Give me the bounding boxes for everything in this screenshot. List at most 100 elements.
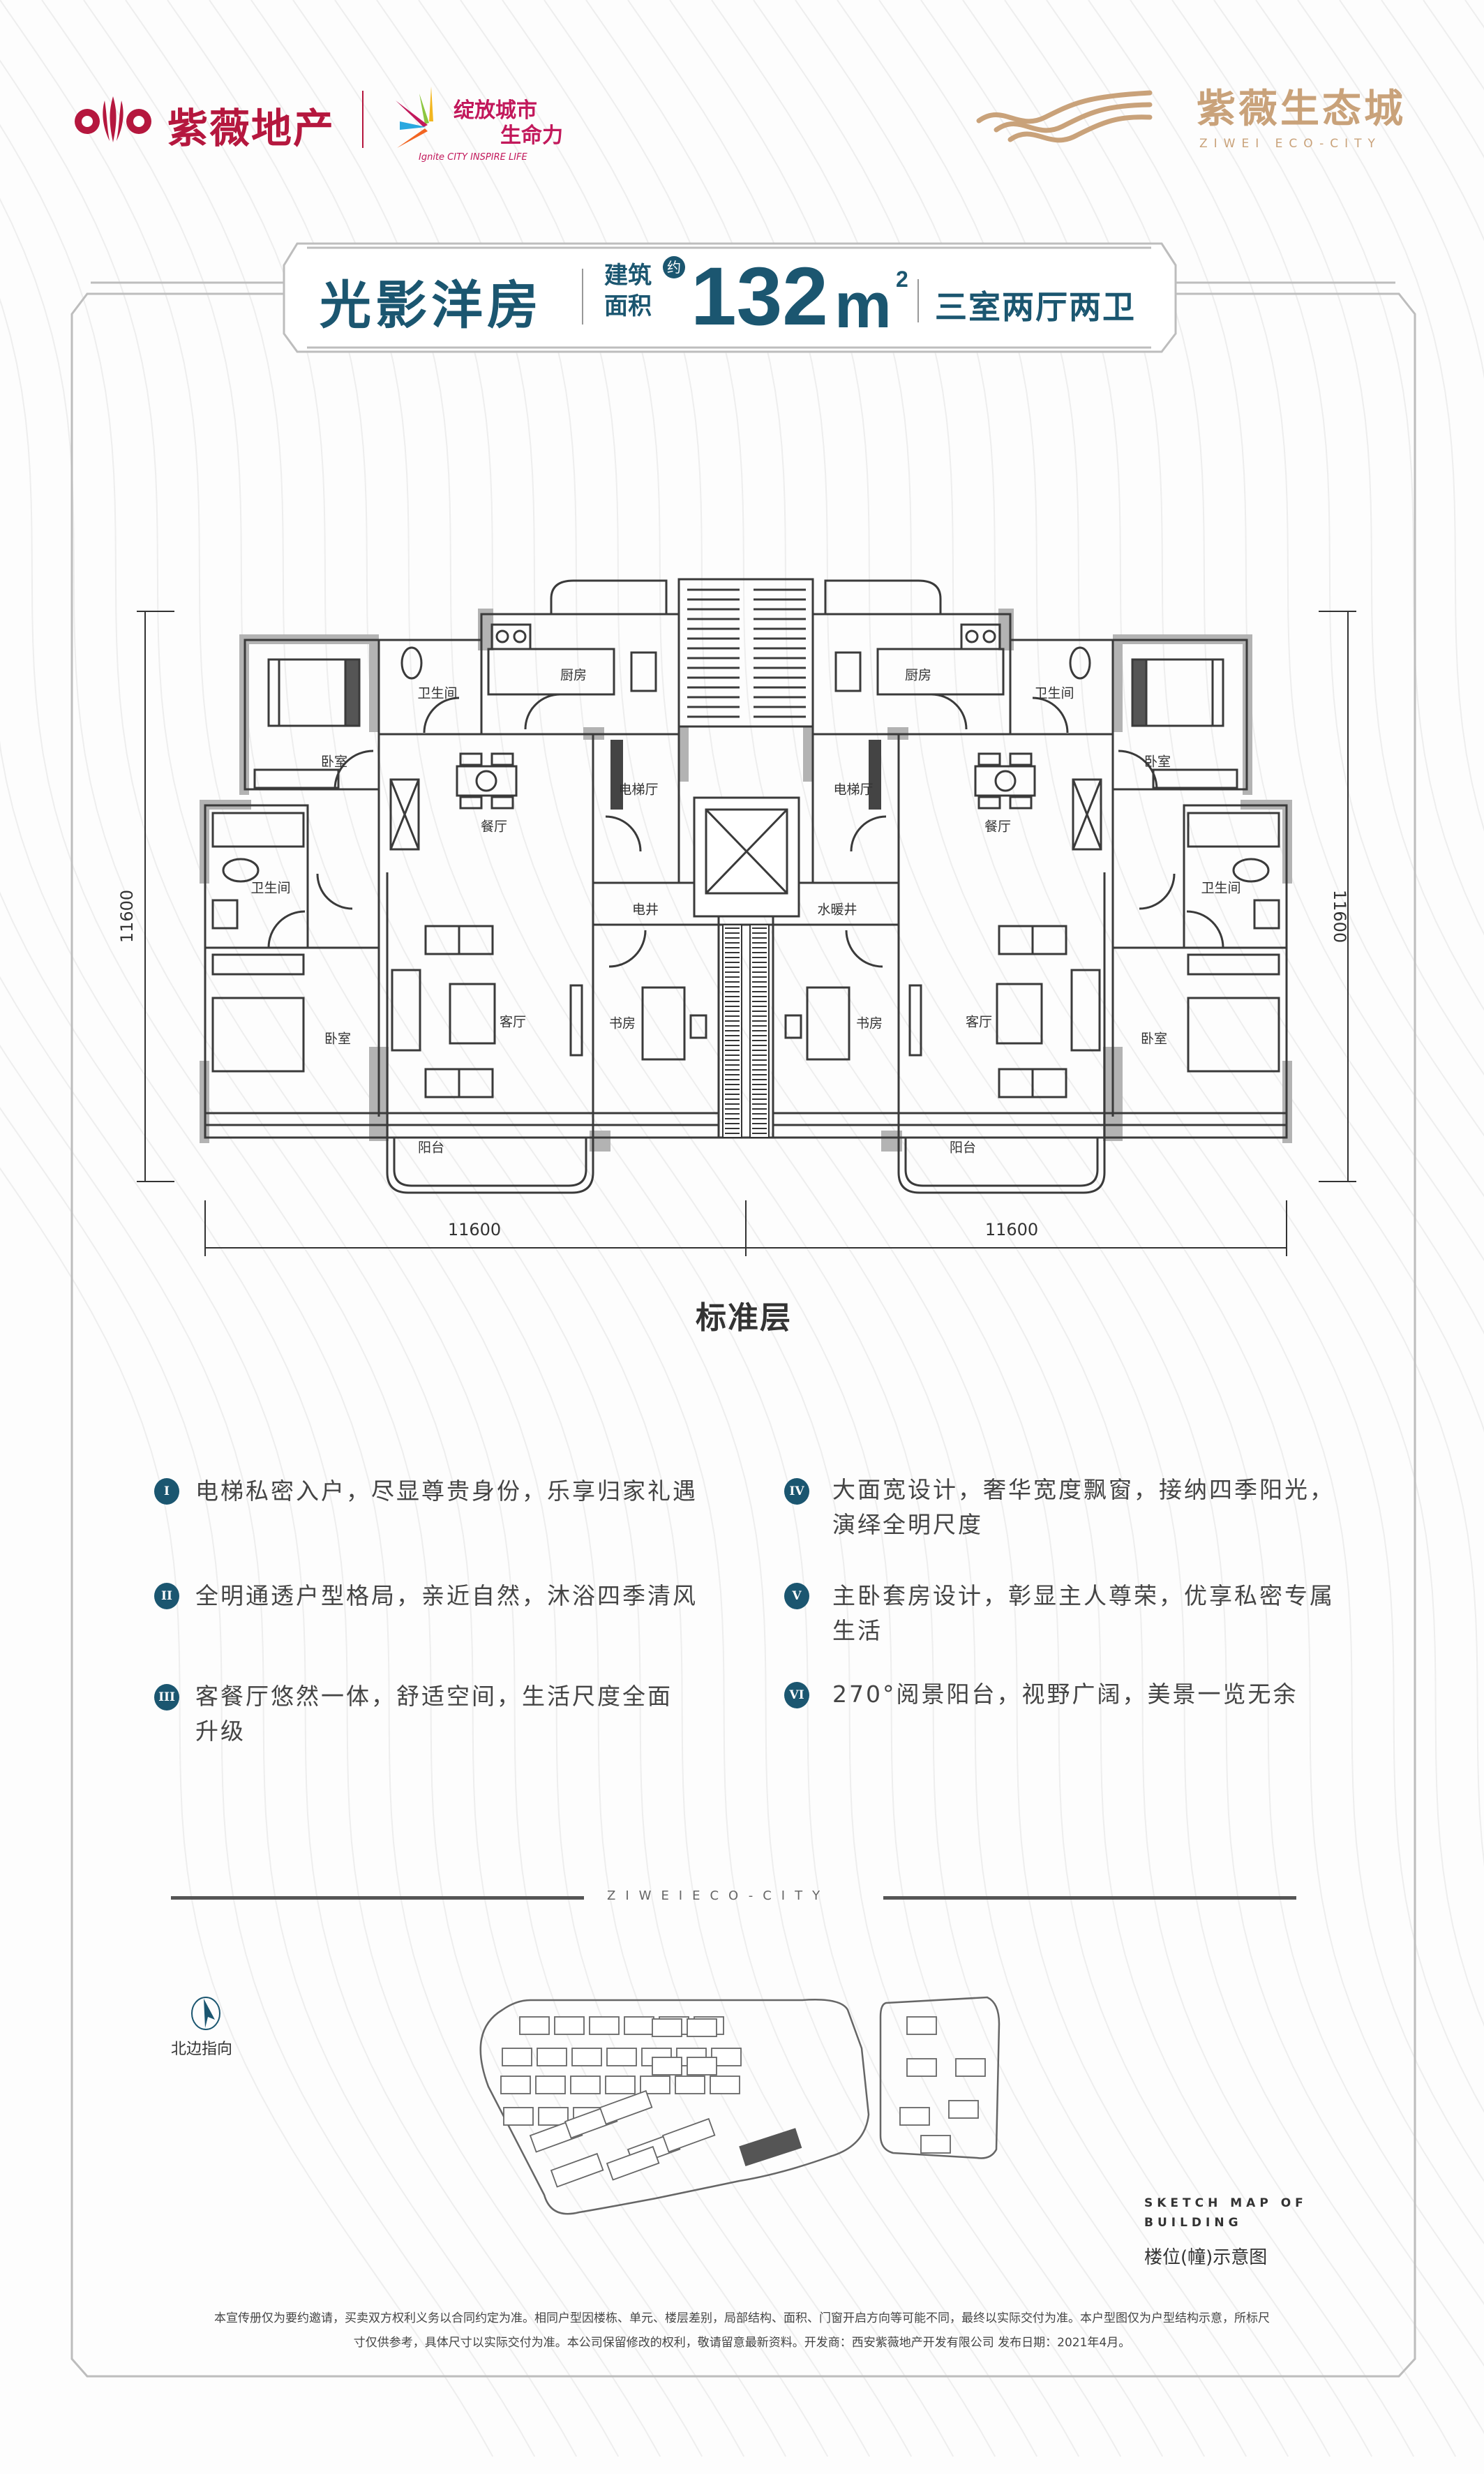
wave-line <box>1171 0 1484 1011</box>
wave-line <box>0 740 703 2457</box>
room-label-bathroom: 卫生间 <box>250 880 291 896</box>
room-label-balcony: 阳台 <box>949 1140 977 1156</box>
area-label-line-2: 面积 <box>604 292 652 320</box>
wave-line <box>962 0 1484 1335</box>
lotus-logo-icon <box>75 96 151 142</box>
wave-line <box>837 0 1484 2027</box>
project-wave-logo-icon <box>975 89 1157 149</box>
site-building <box>948 2100 979 2119</box>
slogan-line-1: 绽放城市 <box>454 98 537 123</box>
feature-line: 大面宽设计，奢华宽度飘窗，接纳四季阳光， <box>832 1476 1335 1503</box>
north-label: 北边指向 <box>171 2041 233 2058</box>
divider-left <box>171 1896 584 1900</box>
wave-line <box>334 0 1247 2457</box>
feature-line: 生活 <box>832 1617 883 1644</box>
area-unit-superscript: 2 <box>896 267 908 292</box>
room-label-bathroom: 卫生间 <box>1034 685 1074 701</box>
numeral-badge-icon: II <box>154 1583 179 1609</box>
site-building <box>606 2145 660 2181</box>
feature-text: 270°阅景阳台，视野广阔，美景一览无余 <box>832 1677 1298 1712</box>
wave-line <box>0 297 745 2457</box>
site-building <box>570 2076 601 2094</box>
disclaimer-line-1: 本宣传册仅为要约邀请，买卖双方权利义务以合同约定为准。相同户型因楼栋、单元、楼层… <box>214 2311 1270 2325</box>
site-building <box>605 2076 636 2094</box>
room-label-elevator-hall: 电梯厅 <box>618 782 659 798</box>
numeral-badge-icon: IV <box>784 1478 809 1505</box>
site-building <box>624 2016 654 2035</box>
wave-line <box>0 891 661 2457</box>
area-unit: m <box>834 270 892 341</box>
numeral-badge-icon: V <box>784 1583 809 1609</box>
site-building <box>550 2152 604 2188</box>
room-label-plumbing-shaft: 水暖井 <box>817 902 857 918</box>
wave-line <box>544 0 1457 2457</box>
slogan-line-2: 生命力 <box>500 124 563 148</box>
wave-line <box>167 0 1080 2457</box>
sketch-map-title: 楼位(幢)示意图 <box>1144 2247 1268 2268</box>
site-building <box>652 2057 682 2076</box>
sketch-map-english-1: SKETCH MAP OF <box>1144 2196 1307 2210</box>
room-label-bedroom: 卧室 <box>324 1031 352 1047</box>
room-label-bathroom: 卫生间 <box>1201 880 1241 896</box>
wave-line <box>83 0 996 2457</box>
room-layout: 三室两厅两卫 <box>935 288 1136 326</box>
site-building <box>554 2016 585 2035</box>
north-arrow-icon <box>188 1996 223 2031</box>
wave-line <box>418 0 1331 2457</box>
site-building <box>519 2016 550 2035</box>
site-building <box>955 2058 986 2077</box>
site-building <box>920 2135 951 2154</box>
dimension-bottom-left: 11600 <box>447 1220 502 1239</box>
developer-name: 紫薇地产 <box>167 105 336 152</box>
wave-line <box>0 976 620 2457</box>
developer-logo <box>73 95 153 144</box>
site-building <box>661 2117 716 2153</box>
wave-line <box>250 0 1164 2457</box>
wave-line <box>1004 0 1484 1262</box>
room-label-study: 书房 <box>608 1015 636 1031</box>
site-building <box>710 2076 740 2094</box>
center-ventilation-strips <box>722 924 770 1138</box>
site-building <box>687 2057 717 2076</box>
wave-line <box>1046 0 1484 1198</box>
room-label-bathroom: 卫生间 <box>417 685 458 701</box>
wave-line <box>1213 0 1484 936</box>
wave-line <box>795 0 1484 2113</box>
wave-line <box>460 0 1373 2457</box>
room-label-dining: 餐厅 <box>984 819 1012 835</box>
site-building <box>675 2076 705 2094</box>
numeral-badge-icon: I <box>154 1478 179 1505</box>
room-label-kitchen: 厨房 <box>560 667 587 683</box>
room-label-bedroom: 卧室 <box>1144 754 1171 770</box>
dimension-lines <box>137 611 1356 1256</box>
feature-line: 演绎全明尺度 <box>832 1511 983 1538</box>
wave-line <box>0 59 871 2457</box>
site-building <box>687 2018 717 2037</box>
room-label-living: 客厅 <box>965 1014 993 1030</box>
numeral-badge-icon: VI <box>784 1682 809 1708</box>
wave-line <box>0 198 787 2457</box>
project-name: 紫薇生态城 <box>1197 87 1406 132</box>
wave-line <box>125 0 1038 2457</box>
wave-line <box>41 0 954 2457</box>
feature-text: 大面宽设计，奢华宽度飘窗，接纳四季阳光， 演绎全明尺度 <box>832 1473 1335 1542</box>
numeral-badge-icon: III <box>154 1684 179 1711</box>
site-building <box>500 2076 531 2094</box>
site-building <box>538 2107 569 2126</box>
feature-text: 全明通透户型格局，亲近自然，沐浴四季清风 <box>195 1579 698 1614</box>
wave-line <box>0 124 829 2457</box>
wave-line <box>585 0 1484 2434</box>
wave-line <box>1088 0 1484 1137</box>
area-value: 132 <box>691 251 828 343</box>
wave-line <box>878 0 1484 1868</box>
site-building <box>906 2016 937 2035</box>
feature-line: 全明通透户型格局，亲近自然，沐浴四季清风 <box>195 1582 698 1609</box>
room-label-balcony: 阳台 <box>417 1140 445 1156</box>
feature-line: 主卧套房设计，彰显主人尊荣，优享私密专属 <box>832 1582 1335 1609</box>
disclaimer-line-2: 寸仅供参考，具体尺寸以实际交付为准。本公司保留修改的权利，敬请留意最新资料。开发… <box>353 2336 1131 2350</box>
site-building <box>599 2089 653 2125</box>
